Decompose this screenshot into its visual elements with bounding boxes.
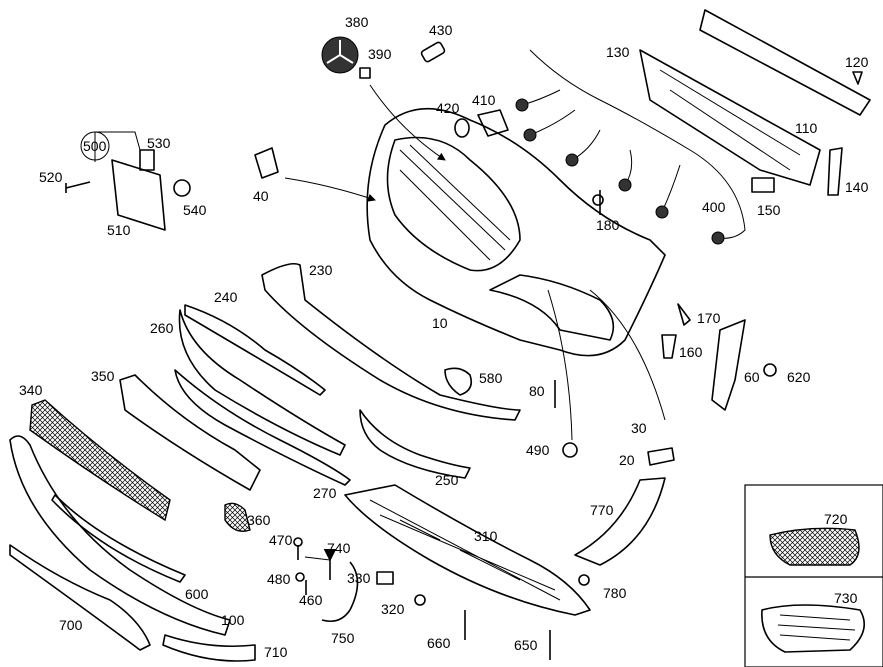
callout: 30 [631, 420, 647, 436]
wiring-harness [515, 49, 746, 245]
callout: 60 [744, 369, 760, 385]
star-emblem [321, 36, 509, 138]
callout: 660 [427, 635, 451, 651]
callout: 40 [253, 188, 269, 204]
callout: 460 [299, 592, 323, 608]
callout-circle [80, 131, 110, 161]
tow-hook-cover [254, 147, 279, 179]
callout: 10 [432, 315, 448, 331]
callout: 380 [345, 14, 369, 30]
leader-arrows [284, 84, 666, 441]
callout: 390 [368, 46, 392, 62]
callout: 750 [331, 630, 355, 646]
callout: 100 [221, 612, 245, 628]
callout: 340 [19, 382, 43, 398]
callout: 580 [479, 370, 503, 386]
callout: 410 [472, 92, 496, 108]
callout: 780 [603, 585, 627, 601]
callout: 530 [147, 135, 171, 151]
callout: 520 [39, 169, 63, 185]
callout: 620 [787, 369, 811, 385]
callout: 350 [91, 368, 115, 384]
callout: 700 [59, 617, 83, 633]
callout: 500 [83, 138, 107, 154]
callout: 770 [590, 502, 614, 518]
callout: 180 [596, 217, 620, 233]
fasteners [293, 190, 604, 660]
underbody-panel [344, 484, 591, 616]
callout: 480 [267, 571, 291, 587]
callout: 120 [845, 54, 869, 70]
callout: 710 [264, 644, 288, 660]
callout: 240 [214, 289, 238, 305]
callout: 510 [107, 222, 131, 238]
callout: 540 [183, 202, 207, 218]
callout: 150 [757, 202, 781, 218]
callout: 130 [606, 44, 630, 60]
callout: 110 [795, 120, 818, 136]
callout: 170 [697, 310, 721, 326]
callout: 330 [347, 570, 371, 586]
callout: 230 [309, 262, 333, 278]
callout-labels: 380 430 390 420 410 130 120 110 140 150 … [19, 14, 869, 660]
callout: 140 [845, 179, 869, 195]
callout: 420 [436, 100, 460, 116]
callout: 490 [526, 442, 550, 458]
side-brackets [562, 303, 777, 566]
bumper-trim-strips [174, 262, 521, 486]
callout: 20 [619, 452, 635, 468]
callout: 320 [381, 601, 405, 617]
callout: 650 [514, 637, 538, 653]
lower-apron [9, 435, 256, 662]
front-bumper-cover [366, 107, 666, 357]
license-plate-bracket [65, 131, 191, 231]
callout: 250 [435, 472, 459, 488]
callout: 160 [679, 344, 703, 360]
callout: 400 [702, 199, 726, 215]
callout-720: 720 [824, 511, 848, 527]
callout-730: 730 [834, 590, 858, 606]
callout: 310 [474, 528, 498, 544]
bumper-carrier [639, 9, 871, 196]
callout: 80 [529, 383, 545, 399]
callout: 260 [150, 320, 174, 336]
callout: 360 [247, 512, 271, 528]
callout: 270 [313, 485, 337, 501]
callout: 430 [429, 22, 453, 38]
lower-grilles [29, 374, 261, 532]
callout: 600 [185, 586, 209, 602]
inset-panel: 720 730 [744, 484, 883, 667]
callout: 740 [327, 540, 351, 556]
callout: 470 [269, 532, 293, 548]
